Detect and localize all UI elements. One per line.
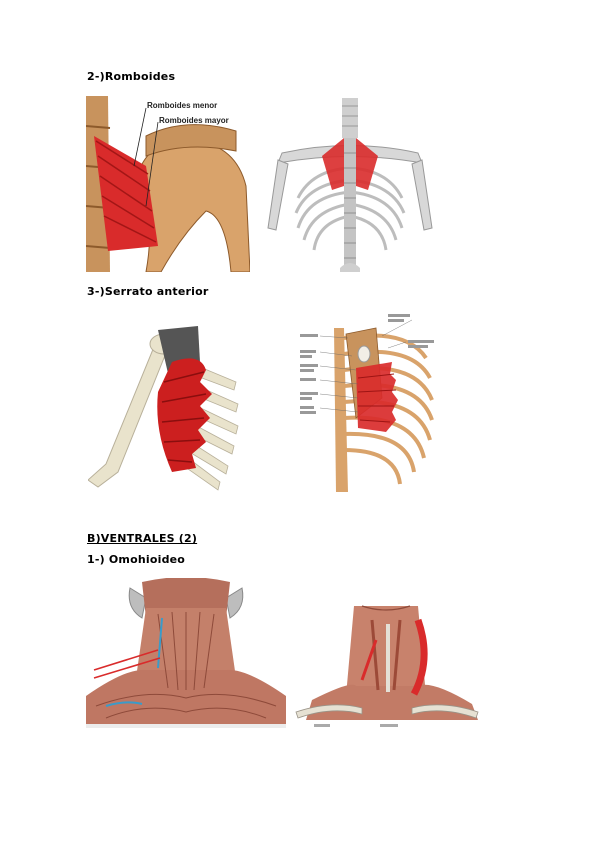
heading-romboides: 2-)Romboides: [87, 70, 176, 83]
omohioideo-muscle-illustration: [292, 600, 482, 732]
romboides-skeleton-svg: [262, 98, 438, 272]
omohioideo-muscle-svg: [292, 600, 482, 732]
heading-omohioideo: 1-) Omohioideo: [87, 553, 186, 566]
serrato-anterior-arm-illustration: [88, 322, 248, 492]
serrato-ribcage-svg: [296, 308, 444, 492]
label-romboides-menor: Romboides menor: [147, 101, 217, 110]
heading-ventrales: B)VENTRALES (2): [87, 532, 198, 545]
omohioideo-neck-svg: [86, 578, 286, 728]
label-romboides-mayor: Romboides mayor: [159, 116, 229, 125]
romboides-closeup-illustration: Romboides menor Romboides mayor: [86, 96, 250, 272]
heading-serrato-anterior: 3-)Serrato anterior: [87, 285, 209, 298]
romboides-closeup-svg: Romboides menor Romboides mayor: [86, 96, 250, 272]
romboides-skeleton-illustration: [262, 98, 438, 272]
serrato-arm-svg: [88, 322, 248, 492]
omohioideo-neck-illustration: [86, 578, 286, 728]
serrato-anterior-ribcage-illustration: [296, 308, 444, 492]
